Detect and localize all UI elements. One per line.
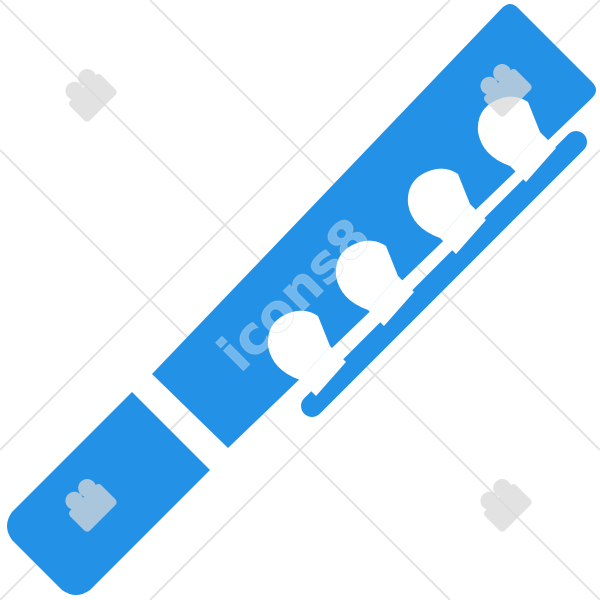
flute-key-1 <box>267 310 330 380</box>
flute-key-connector <box>510 132 556 182</box>
watermark-logo-mark <box>65 69 117 122</box>
flute-key-3 <box>407 168 470 238</box>
watermark-logo-mark <box>65 479 117 532</box>
flute-key-2 <box>335 240 398 310</box>
flute-icon <box>7 4 596 595</box>
flute-key-4 <box>477 96 540 166</box>
watermark-diagonal <box>149 149 600 600</box>
flute-key-connector <box>440 204 486 254</box>
watermark-logos <box>65 64 532 532</box>
watermark-diagonal <box>0 0 451 451</box>
watermark-logo-mark <box>480 64 532 117</box>
flute-key-rod <box>301 131 587 417</box>
flute-keys <box>267 96 540 380</box>
flute-tube-upper <box>152 4 596 448</box>
flute-key-connector <box>368 276 414 326</box>
flute-key-connector <box>300 346 346 396</box>
flute-key-connectors <box>300 132 556 396</box>
watermark-logo-mark <box>480 479 532 532</box>
